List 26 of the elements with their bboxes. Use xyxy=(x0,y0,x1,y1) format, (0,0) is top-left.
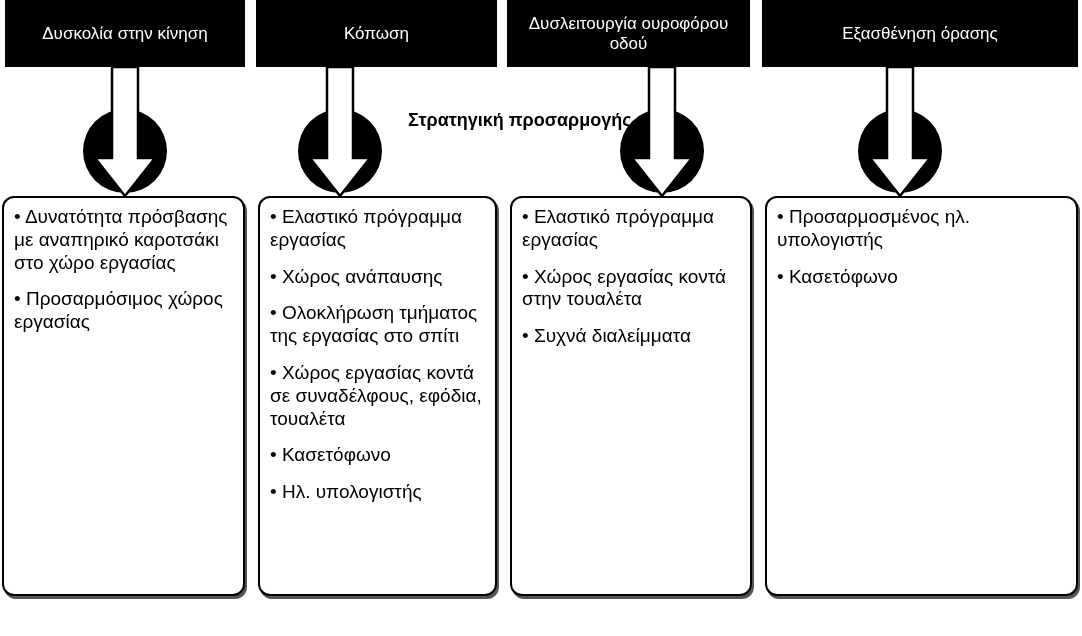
header-text: Δυσκολία στην κίνηση xyxy=(42,23,208,44)
header-box xyxy=(5,0,245,67)
content-box xyxy=(258,196,497,596)
header-text: Κόπωση xyxy=(343,23,410,44)
list-item: • Προσαρμόσιμος χώρος εργασίας xyxy=(14,288,224,334)
header-text: Εξασθένηση όρασης xyxy=(842,23,998,44)
content-box xyxy=(765,196,1078,596)
header-box xyxy=(507,0,750,67)
list-item: • Ελαστικό πρόγραμμα εργασίας xyxy=(522,206,716,252)
list-item: • Κασετόφωνο xyxy=(270,444,392,468)
list-item: • Ηλ. υπολογιστής xyxy=(270,481,423,504)
strategy-label: Στρατηγική προσαρμογής xyxy=(408,110,632,131)
list-item: • Κασετόφωνο xyxy=(777,265,899,289)
list-item: • Χώρος ανάπαυσης xyxy=(270,265,444,289)
header-box xyxy=(762,0,1078,67)
list-item: • Ελαστικό πρόγραμμα εργασίας xyxy=(270,206,464,252)
content-box xyxy=(510,196,752,596)
list-item: • Ολοκλήρωση τμήματος της εργασίας στο σπίτι xyxy=(270,302,479,348)
list-item: • Προσαρμοσμένος ηλ. υπολογιστής xyxy=(777,206,972,252)
header-box xyxy=(256,0,497,67)
list-item: • Χώρος εργασίας κοντά σε συναδέλφους, εφόδια, τουαλέτα xyxy=(270,362,483,431)
list-item: • Συχνά διαλείμματα xyxy=(522,325,692,348)
list-item: • Δυνατότητα πρόσβασης με αναπηρικό καροτσάκι στο χώρο εργασίας xyxy=(14,206,229,275)
header-text: Δυσλειτουργία ουροφόρου οδού xyxy=(527,13,730,54)
list-item: • Χώρος εργασίας κοντά στην τουαλέτα xyxy=(522,265,727,312)
content-box xyxy=(2,196,245,596)
